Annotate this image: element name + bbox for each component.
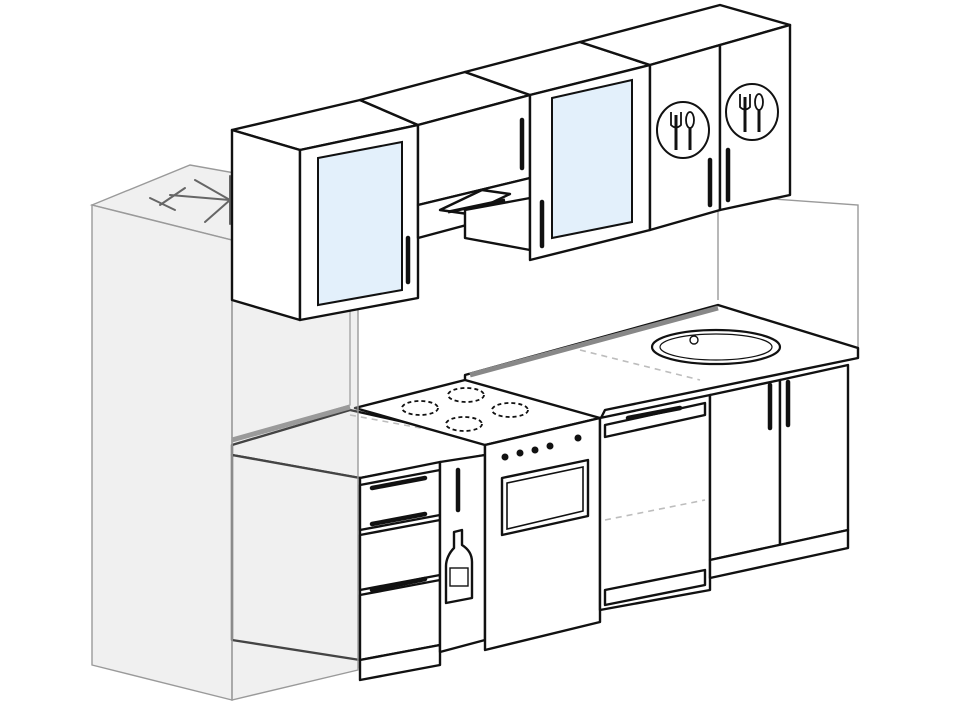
dishwasher-handle — [625, 405, 683, 421]
stove-knobs — [501, 434, 582, 461]
drawer-handle-1 — [369, 475, 428, 491]
drawer-handle-2 — [369, 511, 428, 527]
sink — [650, 328, 782, 366]
bottle-icon — [444, 528, 474, 605]
burners — [401, 387, 529, 432]
fridge — [89, 164, 361, 701]
sink-drain — [689, 335, 699, 345]
drawer-handle-3 — [369, 576, 428, 593]
gas-stove — [353, 378, 602, 652]
wall-cabinet-cutlery — [578, 3, 792, 232]
range-hood-cabinet — [358, 70, 532, 240]
countertop-right — [463, 303, 860, 422]
wall-cabinet-glass-left — [230, 98, 420, 322]
drawer-unit — [230, 453, 442, 682]
bottle-rack — [438, 453, 487, 654]
dishwasher — [598, 393, 712, 612]
oven-door — [500, 458, 590, 537]
wall-cabinet-glass-right — [463, 40, 652, 262]
cutlery-icon — [656, 101, 710, 159]
sink-cabinet — [708, 363, 850, 580]
cutlery-icon — [725, 83, 779, 141]
